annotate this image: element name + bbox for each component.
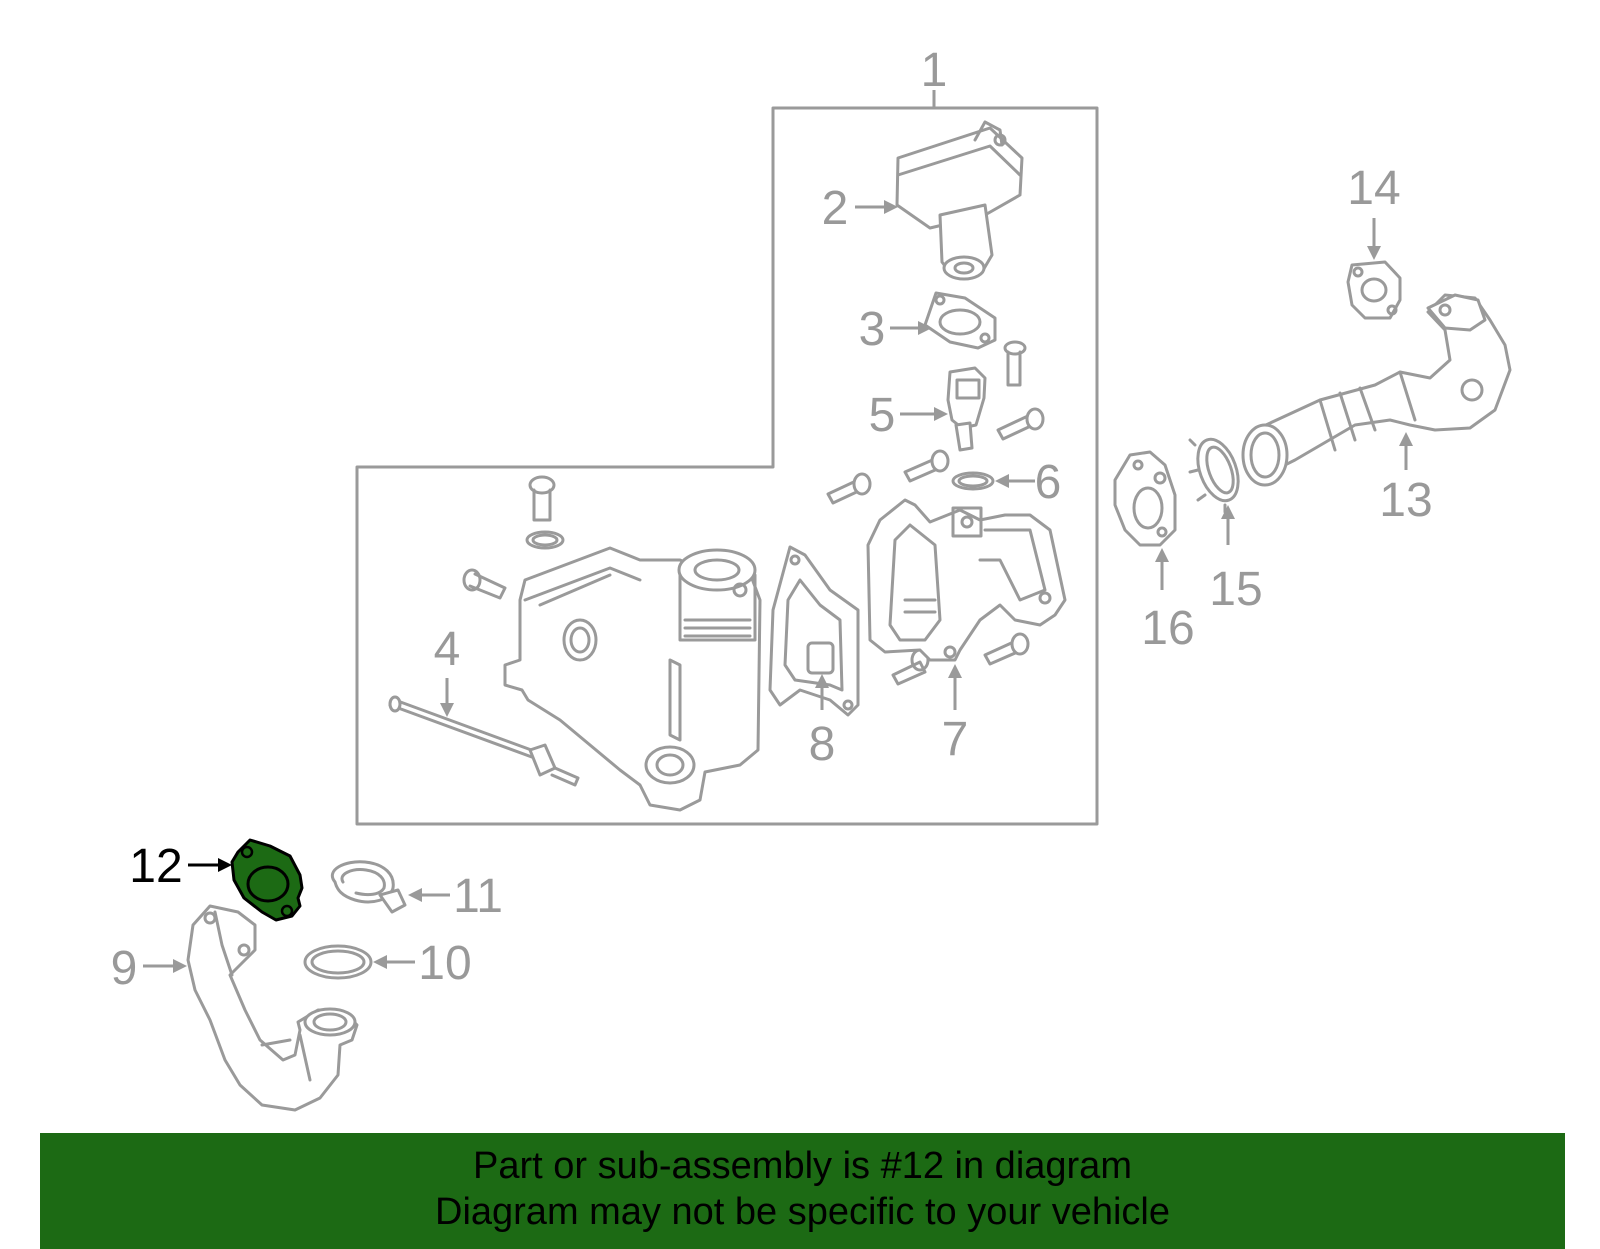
callout-10[interactable]: 10 bbox=[418, 937, 471, 990]
arrow-9 bbox=[173, 959, 187, 973]
arrow-7 bbox=[948, 664, 962, 678]
part-5-sensor[interactable] bbox=[946, 366, 987, 452]
banner-line-1: Part or sub-assembly is #12 in diagram bbox=[473, 1145, 1132, 1187]
part-3-gasket[interactable] bbox=[923, 291, 997, 350]
bolt-e bbox=[528, 475, 556, 522]
part-13-pipe[interactable] bbox=[1241, 293, 1512, 487]
banner-line-2: Diagram may not be specific to your vehi… bbox=[435, 1191, 1170, 1233]
arrow-4 bbox=[440, 703, 454, 717]
callout-11[interactable]: 11 bbox=[453, 870, 503, 923]
arrow-13 bbox=[1399, 432, 1413, 446]
info-banner: Part or sub-assembly is #12 in diagram D… bbox=[40, 1133, 1565, 1249]
bolt-f bbox=[462, 568, 507, 600]
callout-13[interactable]: 13 bbox=[1379, 474, 1432, 527]
bolt-g bbox=[983, 632, 1030, 666]
bolt-a bbox=[1003, 340, 1027, 387]
callout-1[interactable]: 1 bbox=[921, 44, 948, 97]
part-14-gasket[interactable] bbox=[1346, 260, 1402, 320]
callout-5[interactable]: 5 bbox=[869, 389, 896, 442]
arrow-6 bbox=[995, 474, 1009, 488]
callout-15[interactable]: 15 bbox=[1209, 563, 1262, 616]
callout-3[interactable]: 3 bbox=[859, 303, 886, 356]
arrow-15 bbox=[1221, 505, 1235, 519]
arrow-3 bbox=[918, 321, 932, 335]
part-12-gasket-highlighted[interactable] bbox=[230, 838, 304, 922]
bolt-d bbox=[826, 472, 872, 505]
part-6-o-ring[interactable] bbox=[951, 471, 995, 491]
part-15-clamp[interactable] bbox=[1188, 434, 1246, 514]
part-16-flange[interactable] bbox=[1113, 450, 1177, 547]
o-ring-small bbox=[525, 530, 565, 550]
bolt-h bbox=[891, 648, 930, 686]
callout-14[interactable]: 14 bbox=[1347, 162, 1400, 215]
arrow-8 bbox=[815, 674, 829, 688]
callout-2[interactable]: 2 bbox=[822, 182, 849, 235]
part-9-pipe[interactable] bbox=[186, 904, 359, 1112]
callout-16[interactable]: 16 bbox=[1141, 602, 1194, 655]
callout-9[interactable]: 9 bbox=[111, 942, 138, 995]
callout-8[interactable]: 8 bbox=[809, 718, 836, 771]
callout-4[interactable]: 4 bbox=[434, 623, 461, 676]
bolt-b bbox=[996, 407, 1045, 441]
assembly-outline bbox=[355, 106, 1099, 826]
arrow-11 bbox=[408, 888, 422, 902]
arrow-16 bbox=[1155, 548, 1169, 562]
arrow-14 bbox=[1367, 246, 1381, 260]
arrow-10 bbox=[373, 955, 387, 969]
part-2-actuator[interactable] bbox=[895, 120, 1024, 281]
part-7-housing[interactable] bbox=[866, 498, 1067, 662]
part-10-o-ring[interactable] bbox=[303, 944, 373, 980]
part-11-clamp[interactable] bbox=[331, 860, 407, 914]
arrow-2 bbox=[884, 200, 898, 214]
arrow-12 bbox=[218, 858, 232, 872]
bolt-c bbox=[903, 449, 950, 483]
part-4-rod bbox=[388, 695, 580, 787]
callout-6[interactable]: 6 bbox=[1035, 456, 1062, 509]
part-8-gasket[interactable] bbox=[768, 545, 860, 717]
arrow-5 bbox=[934, 407, 948, 421]
part-4-egr-cooler[interactable] bbox=[503, 546, 762, 812]
callout-12[interactable]: 12 bbox=[129, 840, 182, 893]
callout-7[interactable]: 7 bbox=[942, 713, 969, 766]
